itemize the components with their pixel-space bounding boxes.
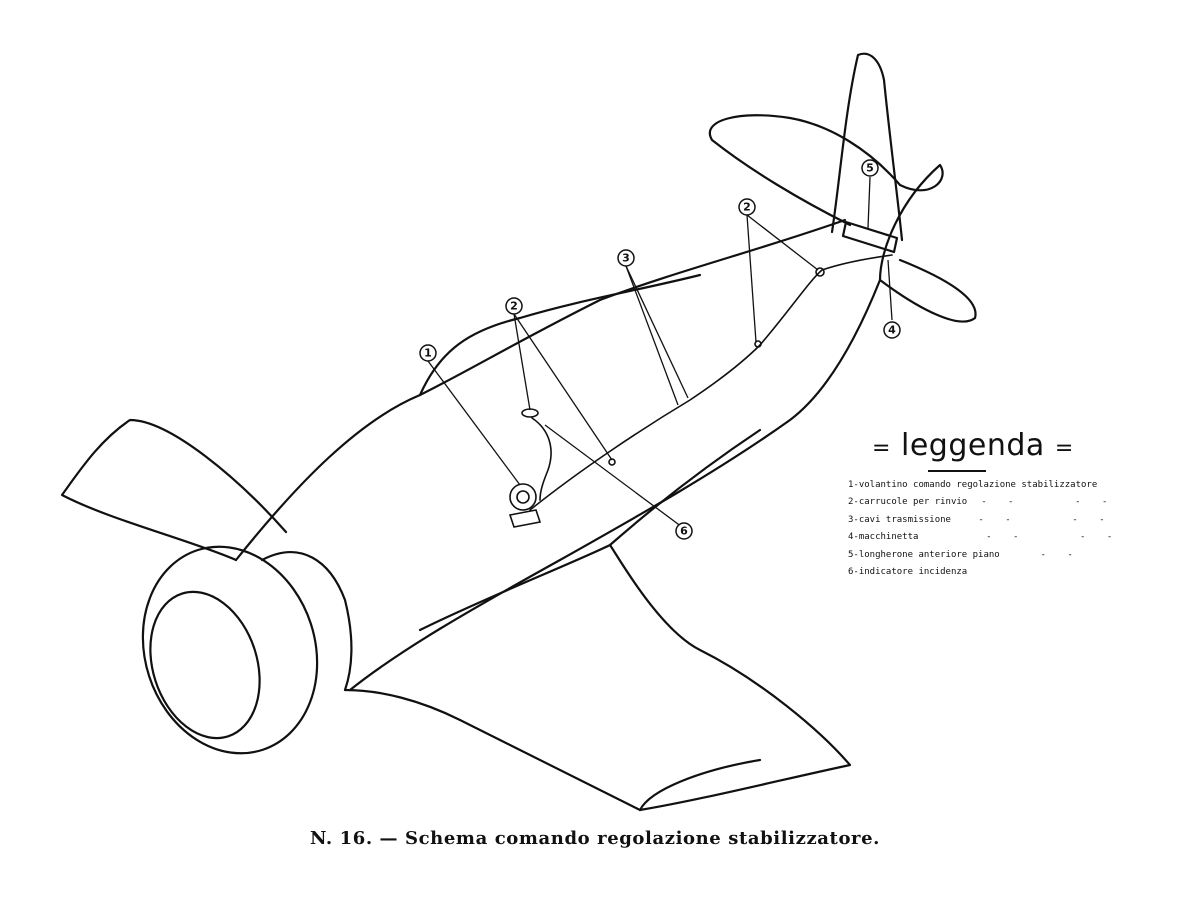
pulley [754,340,762,348]
callout-5: 5 [861,159,879,177]
cockpit-outline [418,273,702,397]
cowling-to-fuselage [260,551,353,692]
engine-cowling [141,545,319,755]
wing-root-fold [608,428,762,547]
legend-item: 3-cavi trasmissione - - - - [848,514,1113,525]
callout-1: 1 [419,344,437,362]
leader-line [746,214,757,343]
vertical-fin [830,52,904,242]
horizontal-stabilizer [708,114,977,323]
stabilizer-spar [841,220,899,254]
leader-line [513,313,613,461]
callout-3: 3 [617,249,635,267]
trim-wheel-base [508,509,542,528]
svg-text:1: 1 [424,347,432,360]
trim-wheel [509,483,537,511]
right-wing [343,543,852,812]
fuselage-belly [348,278,882,692]
legend-item: 4-macchinetta - - - - [848,532,1121,543]
legend-title: = leggenda = [872,428,1074,463]
callout-6: 6 [675,522,693,540]
legend-item: 6-indicatore incidenza [848,567,968,578]
leader-line [513,313,531,411]
leader-line [867,176,871,229]
leader-line [544,424,683,528]
legend-item: 5-longherone anteriore piano - - [848,549,1081,560]
svg-text:4: 4 [888,324,896,337]
control-cable [529,254,893,511]
svg-text:2: 2 [743,201,751,214]
wing-trailing-edge [638,758,762,812]
figure-caption: N. 16. — Schema comando regolazione stab… [309,828,881,849]
leader-line [625,265,689,399]
legend-list: 1-volantino comando regolazione stabiliz… [848,477,1120,581]
legend-item: 2-carrucole per rinvio- - - - [848,497,1116,508]
svg-text:6: 6 [680,525,688,538]
pulley [815,267,825,277]
leader-line [427,360,521,486]
callout-2a: 2 [505,297,523,315]
callout-2b: 2 [738,198,756,216]
svg-text:5: 5 [866,162,874,175]
legend-item: 1-volantino comando regolazione stabiliz… [848,480,1098,490]
legend-underline [928,470,986,472]
callout-4: 4 [883,321,901,339]
trim-wheel-hub [516,490,530,504]
svg-text:2: 2 [510,300,518,313]
leader-line [887,259,893,321]
engine-cowling-front [149,590,261,740]
svg-text:3: 3 [622,252,630,265]
leader-line [625,265,679,406]
fuselage-outline [234,218,847,562]
leader-line [746,214,819,271]
indicator-cable [531,417,552,501]
incidence-indicator [521,408,539,418]
left-wing [60,418,288,562]
